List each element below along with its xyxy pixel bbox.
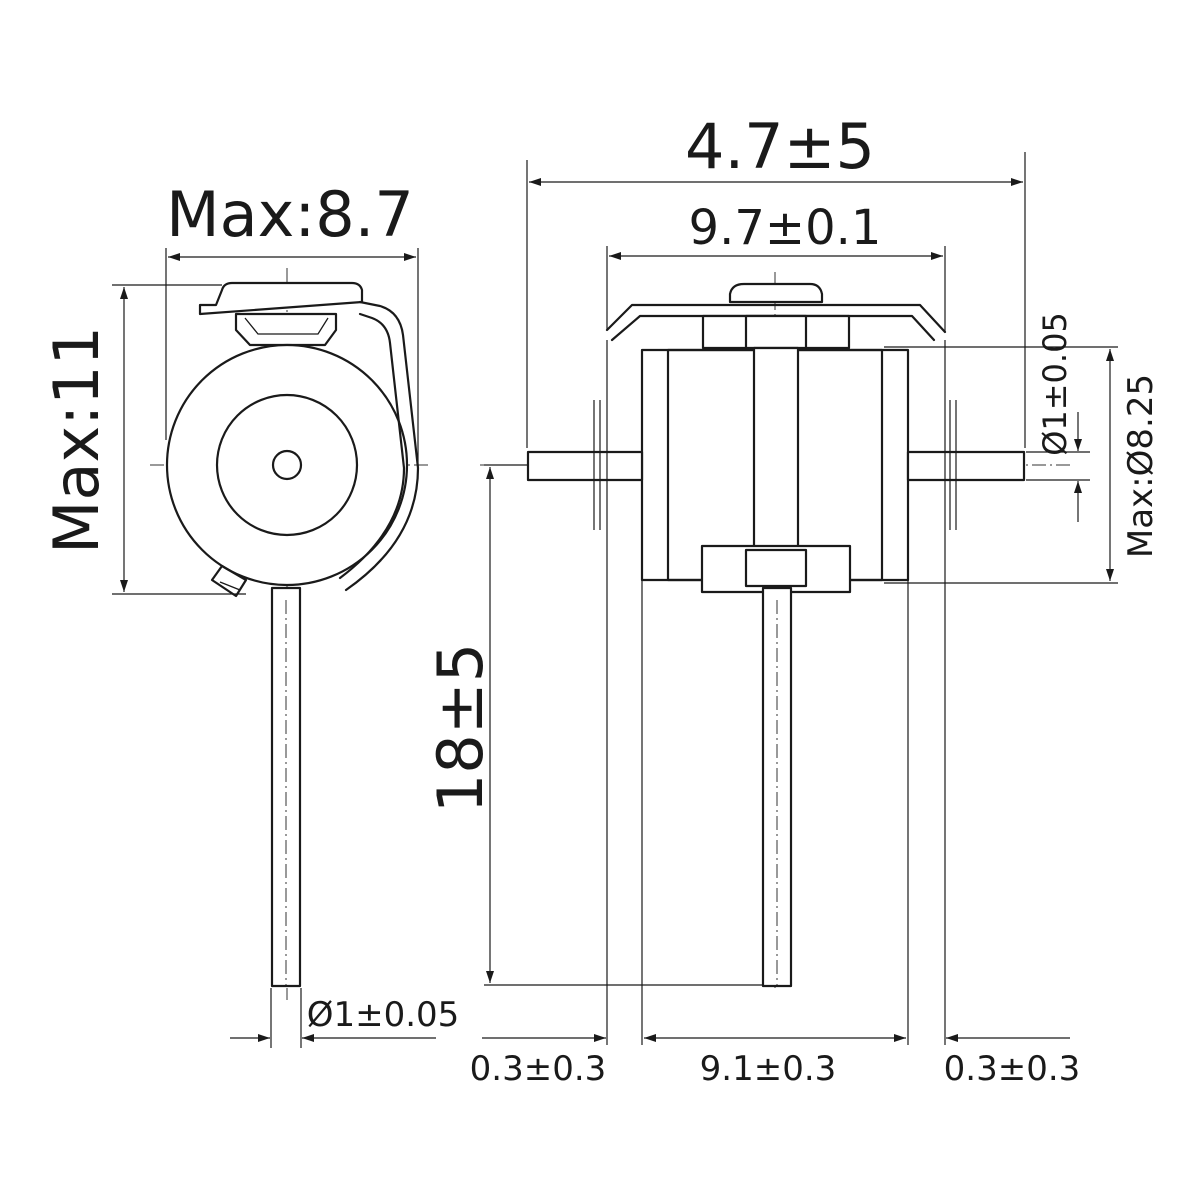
side-view: Max:8.7 Max:11 Ø1±0.05 — [40, 178, 459, 1048]
side-height-label: Max:11 — [40, 326, 113, 554]
front-view-left-lead — [526, 450, 644, 482]
side-view-cap-recess — [234, 312, 338, 347]
side-view-wire-outer — [344, 300, 420, 592]
front-left-offset-label: 0.3±0.3 — [470, 1049, 607, 1089]
side-view-cap-recess-inner — [244, 317, 329, 335]
side-lead-diameter-label: Ø1±0.05 — [307, 995, 460, 1035]
front-right-offset-label: 0.3±0.3 — [944, 1049, 1081, 1089]
front-body-width-label: 9.7±0.1 — [689, 200, 882, 256]
side-view-body-outer-circle — [165, 343, 409, 587]
front-pitch-label: 9.1±0.3 — [700, 1049, 837, 1089]
front-body-diameter-label: Max:Ø8.25 — [1121, 374, 1161, 558]
side-view-body-inner-circle — [215, 393, 359, 537]
front-view: 4.7±5 9.7±0.1 Ø1±0.05 Max:Ø8.25 18±5 — [424, 110, 1161, 1089]
front-view-top-cap — [728, 282, 824, 304]
front-view-right-lead — [906, 450, 1026, 482]
front-view-top-wire-outer — [605, 303, 947, 334]
front-lead-diameter-label: Ø1±0.05 — [1036, 312, 1074, 456]
front-overall-width-label: 4.7±5 — [685, 110, 875, 183]
side-width-label: Max:8.7 — [166, 178, 414, 251]
front-view-cap-center — [744, 314, 808, 350]
side-view-wire-inner — [338, 312, 406, 580]
front-lead-length-label: 18±5 — [424, 643, 497, 813]
side-view-wire-clip-hatch — [219, 581, 241, 591]
front-view-bottom-clip-center — [744, 548, 808, 588]
side-view-top-cap — [198, 281, 364, 316]
side-view-wire-clip — [210, 564, 248, 598]
side-view-center-hole — [271, 449, 303, 481]
